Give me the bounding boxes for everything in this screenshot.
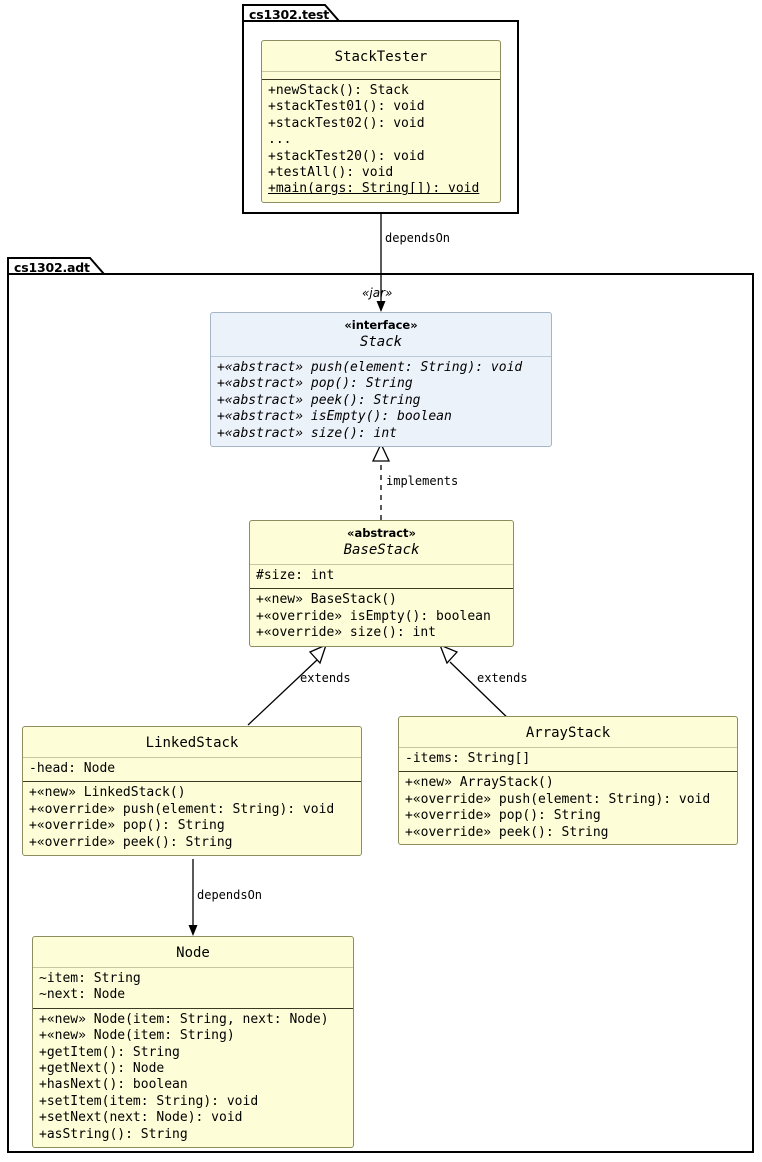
edge-stereotype-jar: «jar»	[362, 286, 393, 300]
methods-compartment-node: +«new» Node(item: String, next: Node) +«…	[33, 1009, 353, 1147]
divider	[33, 967, 353, 968]
member-row: +getItem(): String	[39, 1044, 180, 1060]
class-header-stack: «interface» Stack	[211, 313, 551, 356]
edge-label-dependson-tester-stack: dependsOn	[385, 231, 451, 245]
class-name-linkedstack: LinkedStack	[145, 735, 239, 751]
divider	[250, 564, 513, 565]
member-row: +newStack(): Stack	[268, 83, 409, 98]
member-row: +«abstract» peek(): String	[217, 392, 421, 408]
member-row: +testAll(): void	[268, 165, 394, 181]
member-row: ...	[268, 132, 292, 148]
member-row: +stackTest01(): void	[268, 99, 425, 115]
member-row: -head: Node	[29, 761, 116, 776]
class-name-basestack: BaseStack	[343, 542, 420, 558]
member-row: +«override» size(): int	[256, 625, 437, 641]
class-box-stacktester[interactable]: StackTester +newStack(): Stack +stackTes…	[261, 40, 501, 203]
divider	[211, 356, 551, 357]
edge-linkedstack-depends-node	[188, 859, 198, 936]
class-header-linkedstack: LinkedStack	[23, 727, 361, 757]
edge-label-extends-linkedstack: extends	[300, 671, 351, 685]
class-stereotype-stack: «interface»	[344, 318, 418, 332]
member-row: +«abstract» push(element: String): void	[217, 360, 523, 375]
attributes-compartment-node: ~item: String ~next: Node	[33, 968, 353, 1008]
class-box-basestack[interactable]: «abstract» BaseStack #size: int +«new» B…	[249, 520, 514, 647]
class-header-node: Node	[33, 937, 353, 967]
class-stereotype-basestack: «abstract»	[347, 526, 416, 540]
member-row: +«new» LinkedStack()	[29, 785, 186, 801]
methods-compartment-stacktester: +newStack(): Stack +stackTest01(): void …	[262, 80, 500, 202]
divider	[399, 747, 737, 748]
member-row: +«override» pop(): String	[405, 808, 601, 824]
divider	[250, 588, 513, 590]
class-box-arraystack[interactable]: ArrayStack -items: String[] +«new» Array…	[398, 716, 738, 845]
member-row: +stackTest20(): void	[268, 148, 425, 164]
attributes-compartment-arraystack: -items: String[]	[399, 748, 737, 771]
class-name-stacktester: StackTester	[334, 49, 428, 65]
member-row: +setItem(item: String): void	[39, 1093, 259, 1109]
package-label-cs1302-adt: cs1302.adt	[14, 260, 90, 275]
member-row: +«abstract» isEmpty(): boolean	[217, 409, 452, 425]
member-row: +setNext(next: Node): void	[39, 1110, 243, 1126]
member-row: +stackTest02(): void	[268, 115, 425, 131]
member-row: +«new» BaseStack()	[256, 592, 397, 608]
class-name-stack: Stack	[359, 334, 403, 350]
member-row: +«new» ArrayStack()	[405, 775, 554, 791]
member-row: #size: int	[256, 568, 335, 583]
methods-compartment-linkedstack: +«new» LinkedStack() +«override» push(el…	[23, 782, 361, 855]
member-row: +«override» push(element: String): void	[29, 801, 335, 817]
divider	[23, 757, 361, 758]
member-row: ~next: Node	[39, 987, 126, 1003]
member-row: +getNext(): Node	[39, 1061, 165, 1077]
edge-arraystack-extends-basestack	[438, 643, 516, 726]
methods-compartment-basestack: +«new» BaseStack() +«override» isEmpty()…	[250, 589, 513, 645]
member-row: +«new» Node(item: String, next: Node)	[39, 1011, 329, 1027]
edge-linkedstack-extends-basestack	[247, 643, 328, 726]
edge-label-implements: implements	[386, 474, 459, 488]
package-label-cs1302-test: cs1302.test	[249, 7, 330, 22]
class-header-basestack: «abstract» BaseStack	[250, 521, 513, 564]
member-row: +hasNext(): boolean	[39, 1077, 188, 1093]
divider	[262, 71, 500, 72]
member-row: +«override» pop(): String	[29, 818, 225, 834]
class-header-arraystack: ArrayStack	[399, 717, 737, 747]
methods-compartment-stack: +«abstract» push(element: String): void …	[211, 357, 551, 446]
class-box-stack-interface[interactable]: «interface» Stack +«abstract» push(eleme…	[210, 312, 552, 448]
attributes-compartment-stacktester	[262, 72, 500, 79]
member-row: ~item: String	[39, 971, 141, 986]
edge-tester-to-stack	[376, 213, 386, 312]
divider	[33, 1007, 353, 1009]
class-box-linkedstack[interactable]: LinkedStack -head: Node +«new» LinkedSta…	[22, 726, 362, 857]
member-row: +«override» peek(): String	[29, 834, 233, 850]
edge-basestack-implements-stack	[371, 442, 391, 520]
divider	[262, 79, 500, 80]
member-row: +«abstract» size(): int	[217, 425, 398, 441]
divider	[23, 781, 361, 783]
class-name-node: Node	[176, 945, 210, 961]
class-header-stacktester: StackTester	[262, 41, 500, 71]
member-row-static-main: +main(args: String[]): void	[268, 181, 480, 197]
edge-label-dependson-linkedstack-node: dependsOn	[197, 888, 263, 902]
methods-compartment-arraystack: +«new» ArrayStack() +«override» push(ele…	[399, 772, 737, 844]
class-box-node[interactable]: Node ~item: String ~next: Node +«new» No…	[32, 936, 354, 1149]
member-row: +«override» isEmpty(): boolean	[256, 608, 491, 624]
member-row: +asString(): String	[39, 1126, 188, 1142]
member-row: +«override» peek(): String	[405, 824, 609, 840]
divider	[399, 771, 737, 773]
member-row: +«override» push(element: String): void	[405, 791, 711, 807]
member-row: -items: String[]	[405, 751, 531, 766]
member-row: +«abstract» pop(): String	[217, 376, 413, 392]
member-row: +«new» Node(item: String)	[39, 1028, 235, 1044]
attributes-compartment-basestack: #size: int	[250, 565, 513, 588]
class-name-arraystack: ArrayStack	[525, 725, 611, 741]
attributes-compartment-linkedstack: -head: Node	[23, 758, 361, 781]
edge-label-extends-arraystack: extends	[477, 671, 528, 685]
